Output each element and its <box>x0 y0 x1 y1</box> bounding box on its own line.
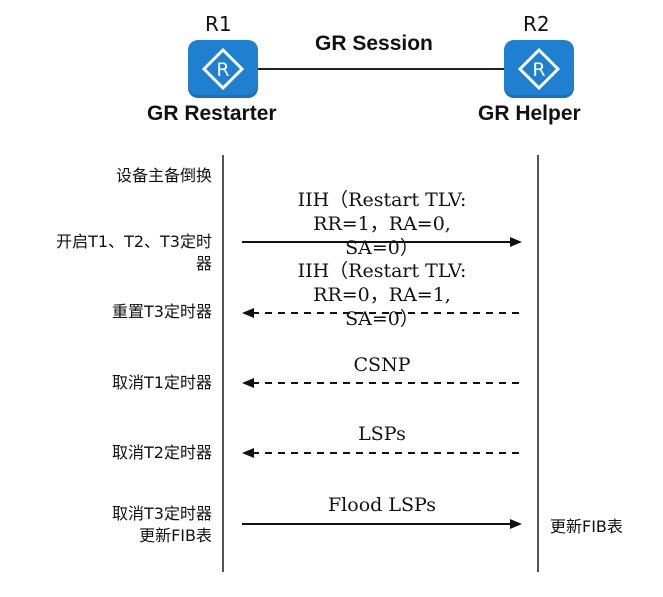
r2-lifeline <box>537 155 539 572</box>
event-cancel-t3-update-fib: 取消T3定时器 更新FIB表 <box>112 503 212 547</box>
event-cancel-t3-line2: 更新FIB表 <box>139 526 212 545</box>
event-cancel-t3-line1: 取消T3定时器 <box>112 504 212 523</box>
r1-router: R <box>188 40 258 98</box>
message-lsps-arrow <box>242 448 520 458</box>
event-cancel-t2: 取消T2定时器 <box>112 443 212 462</box>
router-icon: R <box>517 47 561 91</box>
r1-role: GR Restarter <box>147 102 277 125</box>
r2-router: R <box>504 40 574 98</box>
message-flood-lsps-label: Flood LSPs <box>328 494 436 516</box>
svg-text:R: R <box>216 59 229 81</box>
r1-lifeline <box>222 155 224 572</box>
message-iih-restart-arrow <box>242 237 522 247</box>
message-flood-lsps-arrow <box>242 519 522 529</box>
router-icon: R <box>201 47 245 91</box>
message-csnp-arrow <box>242 378 520 388</box>
event-r2-update-fib: 更新FIB表 <box>550 517 623 536</box>
message-iih-helper-line1: IIH（Restart TLV: <box>297 260 467 282</box>
message-iih-restart-label: IIH（Restart TLV: RR=1，RA=0, SA=0） <box>242 188 522 260</box>
message-iih-helper-line2: RR=0，RA=1, <box>313 284 451 306</box>
event-start-timers-line2: 器 <box>195 254 212 273</box>
session-label: GR Session <box>315 32 433 55</box>
r1-name: R1 <box>205 12 232 36</box>
session-link <box>258 68 504 70</box>
message-iih-helper-arrow <box>242 308 520 318</box>
r2-role: GR Helper <box>478 102 581 125</box>
r2-name: R2 <box>523 12 550 36</box>
event-cancel-t1: 取消T1定时器 <box>112 373 212 392</box>
message-csnp-label: CSNP <box>353 354 411 376</box>
message-lsps-label: LSPs <box>358 423 406 445</box>
svg-text:R: R <box>532 59 545 81</box>
message-iih-restart-line2: RR=1，RA=0, <box>313 213 451 235</box>
message-iih-helper-label: IIH（Restart TLV: RR=0，RA=1, SA=0） <box>242 259 522 331</box>
event-start-timers: 开启T1、T2、T3定时 器 <box>56 231 212 275</box>
event-switchover: 设备主备倒换 <box>115 166 212 185</box>
event-start-timers-line1: 开启T1、T2、T3定时 <box>56 232 212 251</box>
message-iih-restart-line1: IIH（Restart TLV: <box>297 189 467 211</box>
event-reset-t3: 重置T3定时器 <box>112 302 212 321</box>
